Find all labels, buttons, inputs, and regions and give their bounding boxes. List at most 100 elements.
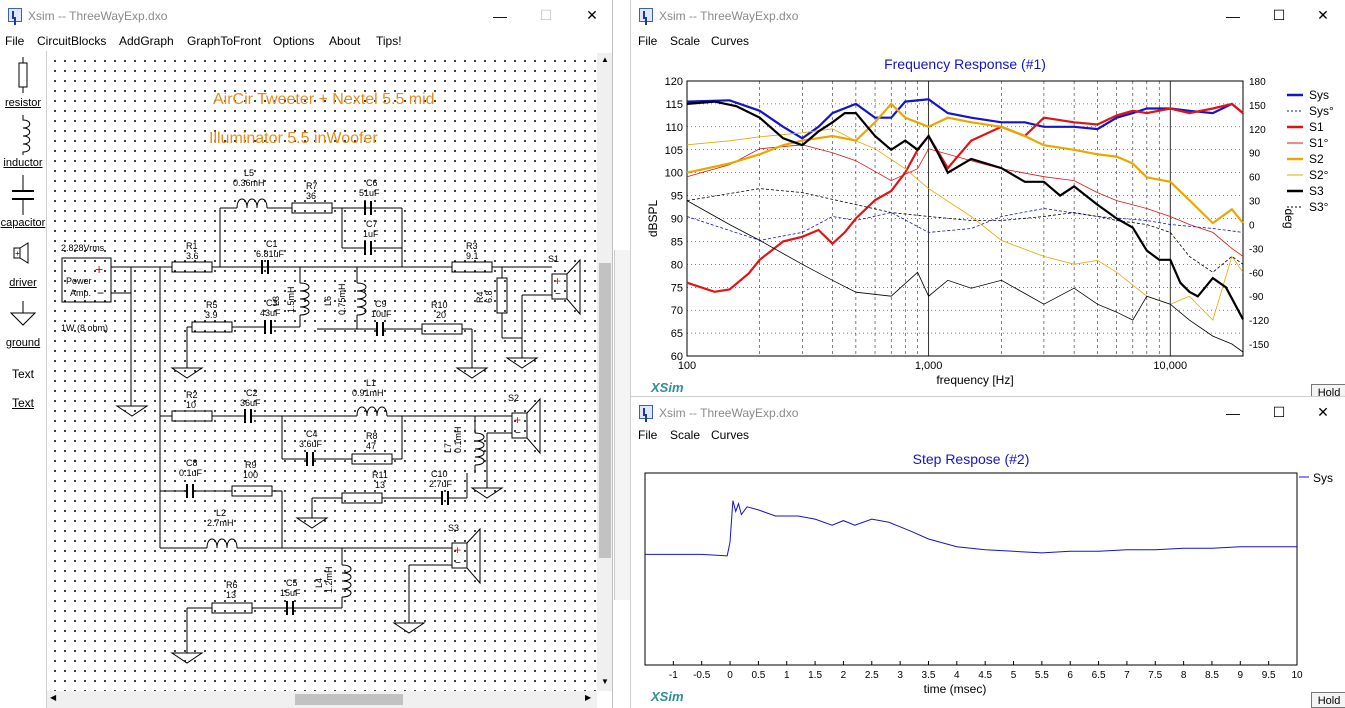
c7-value: 1uF	[363, 229, 379, 239]
palette-driver[interactable]: driver	[9, 277, 37, 289]
r8-name: R8	[366, 431, 378, 441]
x-tick-label: 10	[1291, 670, 1303, 681]
maximize-icon[interactable]: ☐	[1272, 7, 1286, 23]
y-tick-label: 85	[671, 236, 683, 248]
horizontal-scroll-thumb[interactable]	[295, 694, 403, 705]
legend-label: Sys	[1313, 471, 1333, 485]
x-tick-label: 1	[784, 670, 790, 681]
c3-value: 43uF	[260, 308, 281, 318]
minimize-icon[interactable]: —	[1226, 404, 1240, 421]
step-titlebar[interactable]: Xsim -- ThreeWayExp.dxo — ☐ ✕	[631, 397, 1345, 428]
c9-value: 10uF	[371, 309, 392, 319]
scroll-down-icon[interactable]: ▼	[601, 677, 609, 686]
y-tick-label: 70	[671, 305, 683, 317]
menu-options[interactable]: Options	[273, 34, 315, 48]
x-tick-label: 8	[1181, 670, 1187, 681]
maximize-icon[interactable]: ☐	[539, 7, 553, 23]
background-window-sliver	[614, 250, 631, 600]
y2-tick-label: -150	[1249, 340, 1269, 351]
menu-curves[interactable]: Curves	[711, 34, 750, 48]
x-tick-label: 1,000	[915, 360, 943, 372]
palette-resistor[interactable]: resistor	[4, 97, 42, 109]
menu-curves[interactable]: Curves	[711, 428, 750, 442]
r2-value: 10	[186, 400, 196, 410]
y-tick-label: 95	[671, 191, 683, 203]
circuit-note-2[interactable]: Illuminator 5.5 inWoofer	[209, 130, 378, 147]
circuit-note-1[interactable]: AirCir Tweeter + Nextel 5.5 mid	[213, 91, 435, 108]
scroll-up-icon[interactable]: ▲	[601, 55, 609, 64]
frequency-response-chart[interactable]: 1201151101051009590858075706560180150120…	[631, 51, 1345, 396]
ground-icon[interactable]	[10, 301, 36, 327]
menu-about[interactable]: About	[329, 34, 361, 48]
palette-text-static[interactable]: Text	[11, 367, 34, 381]
x-tick-label: 3.5	[922, 670, 936, 681]
chart-title: Step Respose (#2)	[913, 451, 1030, 467]
menu-scale[interactable]: Scale	[670, 34, 701, 48]
palette-capacitor[interactable]: capacitor	[0, 217, 46, 229]
r4-value: 6.8	[484, 290, 494, 303]
x-tick-label: -1	[669, 670, 678, 681]
y-tick-label: 60	[671, 351, 683, 363]
close-icon[interactable]: ✕	[1317, 404, 1329, 420]
y-tick-label: 65	[671, 328, 683, 340]
minimize-icon[interactable]: —	[493, 7, 507, 24]
l3-name: L3	[271, 296, 281, 306]
menu-scale[interactable]: Scale	[670, 428, 701, 442]
c5-name: C5	[286, 578, 298, 588]
circuit-horizontal-scrollbar[interactable]: ◀ ▶	[47, 691, 597, 708]
source-plus: +	[95, 261, 103, 277]
x-tick-label: 4.5	[978, 670, 992, 681]
menu-addgraph[interactable]: AddGraph	[119, 34, 174, 48]
menu-file[interactable]: File	[5, 34, 25, 48]
scroll-right-icon[interactable]: ▶	[585, 693, 592, 702]
c6-value: 51uF	[359, 188, 380, 198]
menu-file[interactable]: File	[638, 428, 658, 442]
r10-value: 20	[436, 310, 446, 320]
source-minus: −	[97, 286, 104, 300]
s2-minus: −	[515, 428, 521, 439]
resistor-icon[interactable]	[14, 57, 32, 93]
y-tick-label: 115	[665, 99, 683, 111]
circuit-vertical-scrollbar[interactable]: ▲ ▼	[597, 53, 612, 691]
y2-tick-label: -120	[1249, 316, 1269, 327]
close-icon[interactable]: ✕	[1317, 7, 1329, 23]
freq-titlebar[interactable]: Xsim -- ThreeWayExp.dxo — ☐ ✕	[631, 0, 1345, 31]
palette-text-link[interactable]: Text	[11, 396, 34, 410]
vertical-scroll-thumb[interactable]	[599, 263, 611, 558]
circuit-titlebar[interactable]: Xsim -- ThreeWayExp.dxo — ☐ ✕	[0, 0, 612, 31]
circuit-menubar: File CircuitBlocks AddGraph GraphToFront…	[0, 31, 612, 51]
x-tick-label: 0.5	[751, 670, 765, 681]
x-tick-label: 2	[841, 670, 847, 681]
palette-inductor[interactable]: inductor	[3, 157, 43, 169]
close-icon[interactable]: ✕	[586, 7, 598, 23]
menu-tips[interactable]: Tips!	[376, 34, 402, 48]
x-tick-label: -0.5	[693, 670, 711, 681]
series-line-extra-8	[686, 200, 1244, 353]
minimize-icon[interactable]: —	[1226, 7, 1240, 24]
c7-name: C7	[366, 219, 378, 229]
series-line-s3-phase	[686, 188, 1244, 273]
menu-graphtofront[interactable]: GraphToFront	[187, 34, 262, 48]
source-label-1: Power	[66, 276, 92, 286]
menu-file[interactable]: File	[638, 34, 658, 48]
hold-button[interactable]: Hold	[1311, 692, 1345, 708]
circuit-diagram[interactable]: AirCir Tweeter + Nextel 5.5 mid Illumina…	[47, 53, 597, 691]
step-response-window: Xsim -- ThreeWayExp.dxo — ☐ ✕ File Scale…	[630, 396, 1345, 708]
y-tick-label: 80	[671, 259, 683, 271]
x-tick-label: 3	[897, 670, 903, 681]
r11-value: 13	[375, 480, 385, 490]
circuit-canvas[interactable]: AirCir Tweeter + Nextel 5.5 mid Illumina…	[47, 53, 597, 691]
driver-icon[interactable]: +	[12, 241, 34, 265]
scroll-left-icon[interactable]: ◀	[50, 693, 57, 702]
step-window-title: Xsim -- ThreeWayExp.dxo	[659, 406, 799, 420]
palette-ground[interactable]: ground	[5, 337, 41, 349]
hold-button[interactable]: Hold	[1311, 384, 1345, 396]
maximize-icon[interactable]: ☐	[1272, 404, 1286, 420]
inductor-icon[interactable]	[14, 115, 32, 155]
capacitor-icon[interactable]	[10, 175, 36, 215]
y-tick-label: 110	[665, 122, 683, 134]
step-menubar: File Scale Curves	[631, 428, 1345, 448]
menu-circuitblocks[interactable]: CircuitBlocks	[37, 34, 107, 48]
x-tick-label: 100	[678, 360, 696, 372]
